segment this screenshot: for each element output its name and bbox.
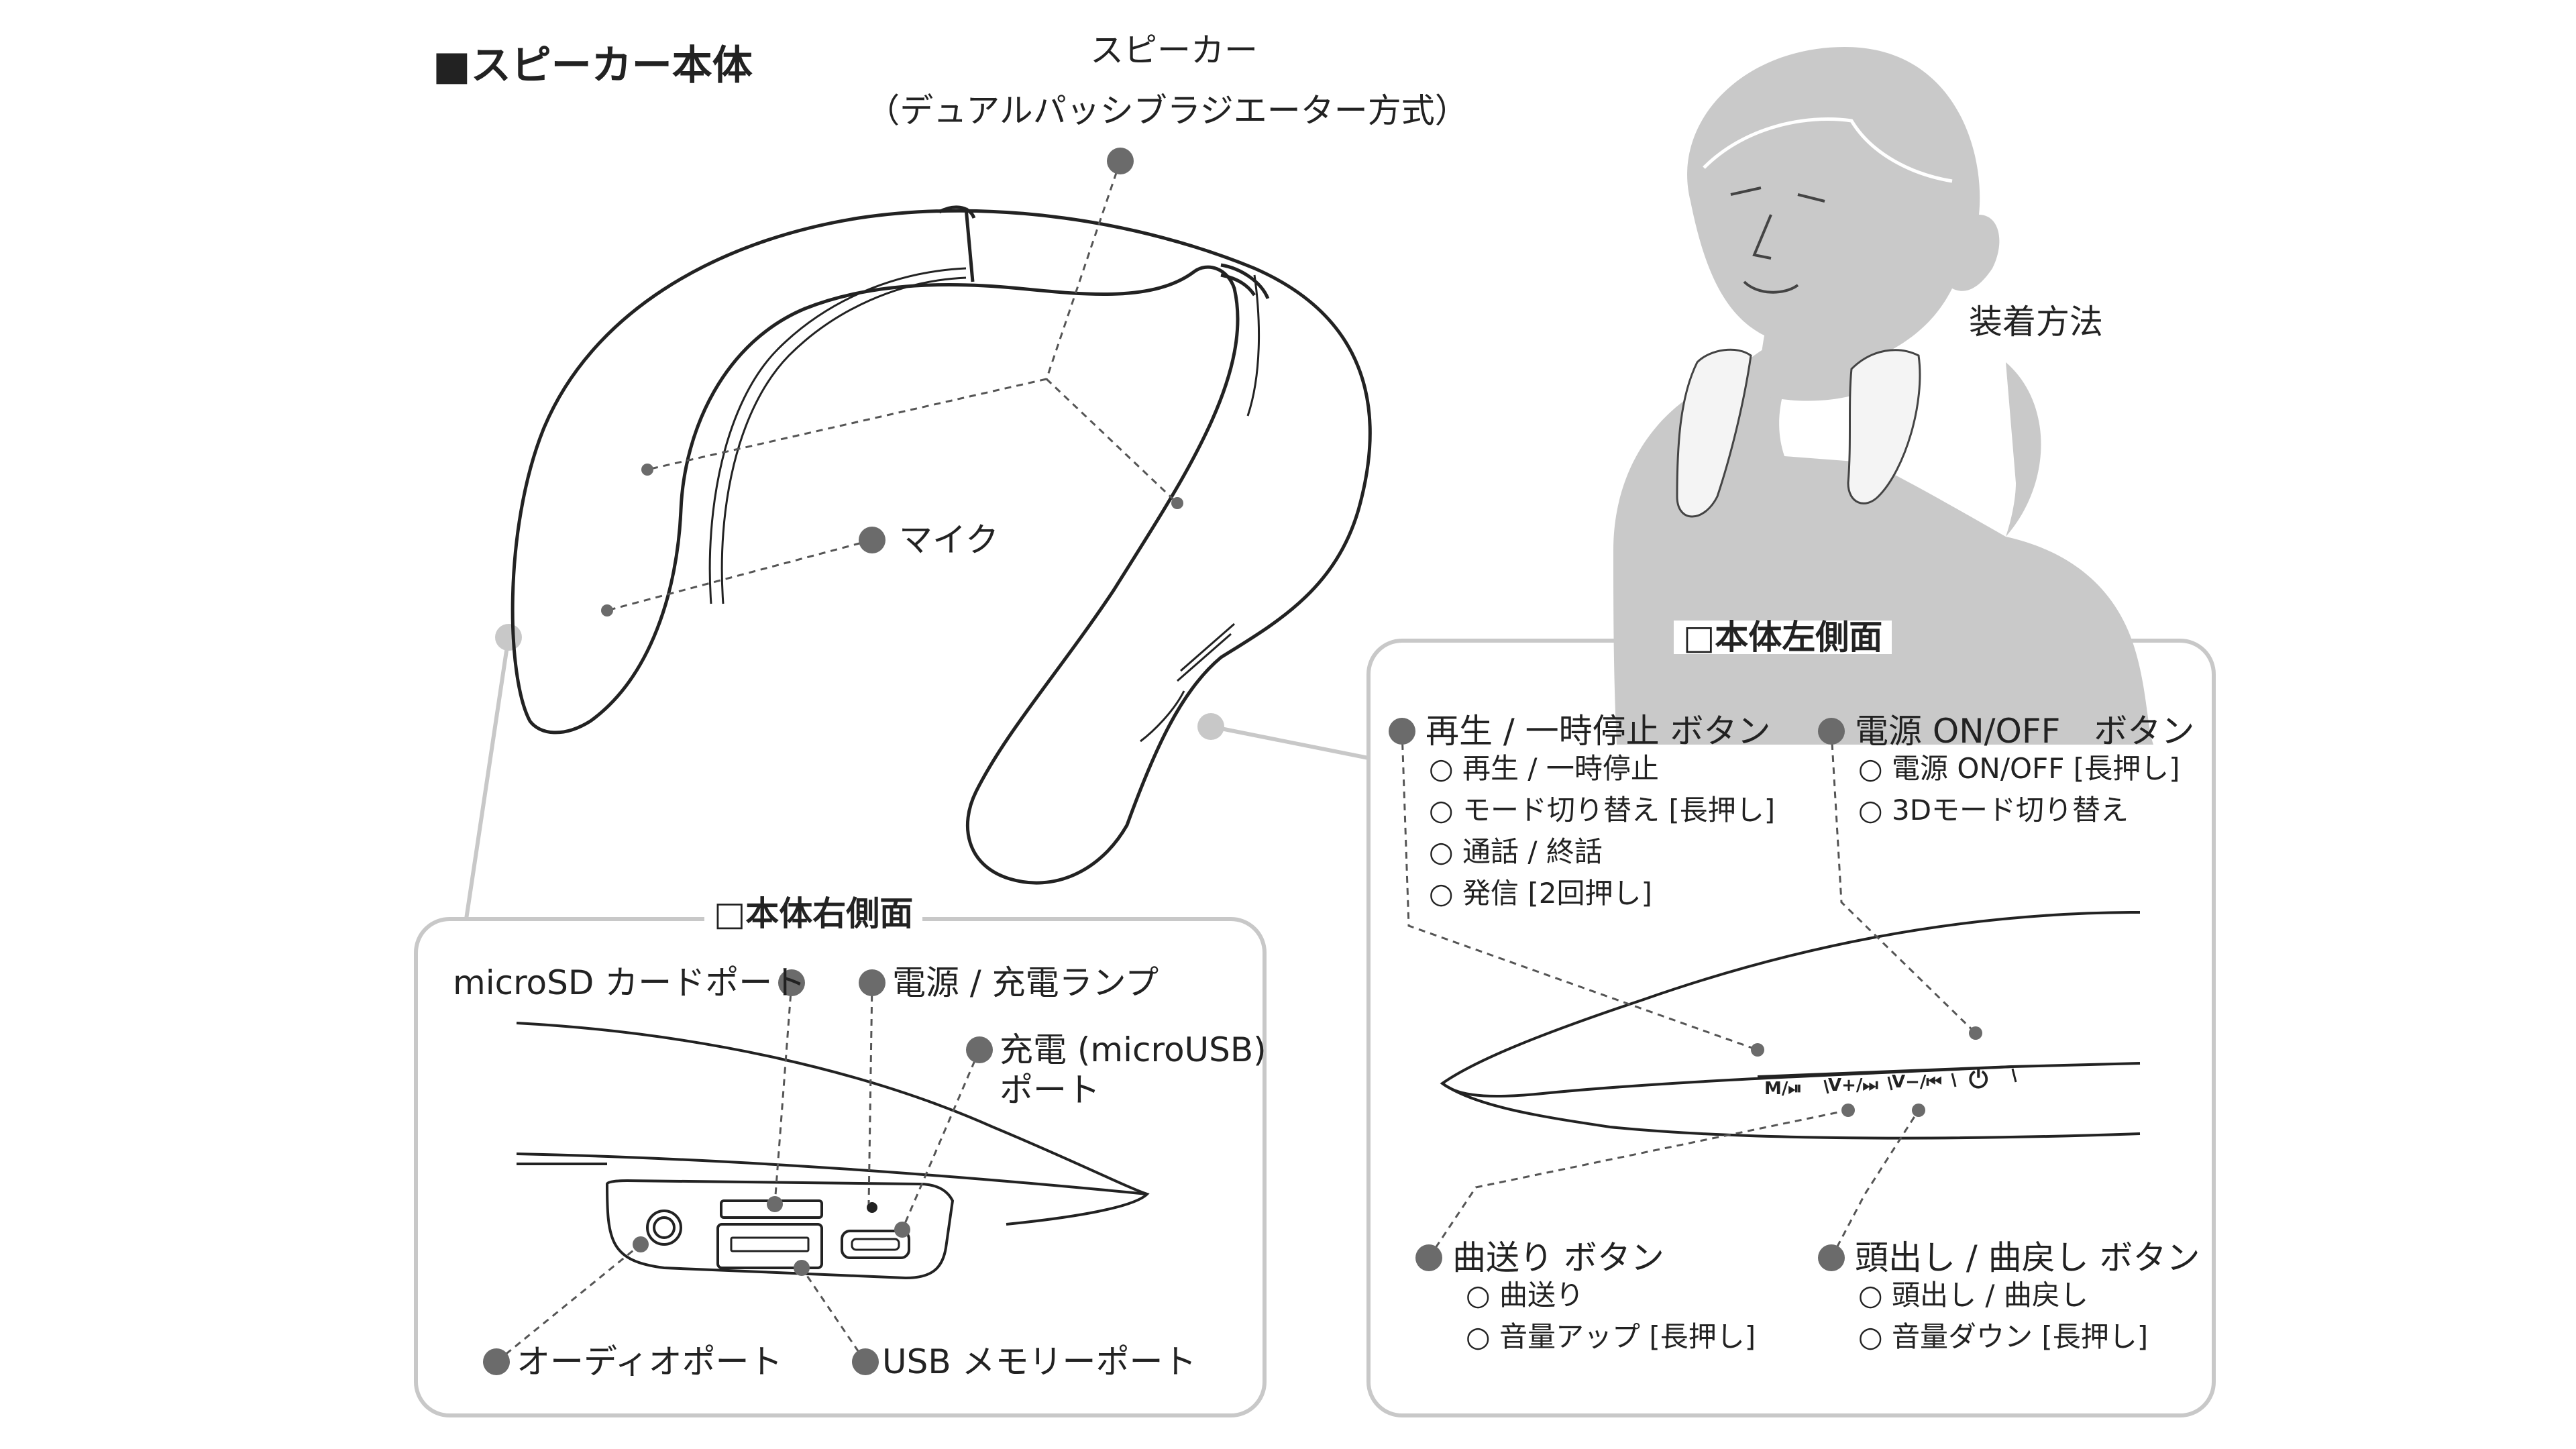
audio-port-dot [483, 1348, 510, 1375]
playpause-item-3: ○ 通話 / 終話 [1429, 835, 1603, 868]
main-title: ■スピーカー本体 [433, 42, 753, 89]
usb-point [794, 1260, 810, 1276]
power-dot [1818, 718, 1845, 745]
speaker-point-left [641, 464, 653, 476]
wearing-label: 装着方法 [1969, 303, 2103, 341]
mic-label: マイク [899, 521, 999, 559]
mic-point [601, 604, 613, 616]
next-label: 曲送り ボタン [1452, 1238, 1664, 1277]
usb-port-dot [852, 1348, 879, 1375]
speaker-label: スピーカー [1090, 31, 1258, 70]
left-panel-title: □本体左側面 [1674, 621, 1892, 654]
right-panel-title: □本体右側面 [704, 897, 923, 930]
power-button-icon: ⏻ [1969, 1066, 1988, 1093]
playpause-item-1: ○ 再生 / 一時停止 [1429, 752, 1659, 785]
power-lamp-dot [859, 969, 885, 996]
microsd-point [767, 1196, 783, 1212]
audio-port-label: オーディオポート [517, 1342, 783, 1381]
left-panel-connector-dot [1197, 713, 1224, 740]
microsd-label: microSD カードポート [453, 963, 806, 1002]
right-panel-connector [464, 637, 511, 920]
right-side-view [516, 1022, 1150, 1280]
microsd-dot [778, 969, 805, 996]
right-panel-connector-dot [495, 624, 522, 651]
usb-port-label: USB メモリーポート [882, 1342, 1197, 1381]
left-side-view [1440, 911, 2141, 1140]
next-item-2: ○ 音量アップ [長押し] [1466, 1320, 1756, 1353]
mic-dot [859, 527, 885, 553]
neck-speaker-illustration [511, 205, 1372, 885]
playpause-point [1751, 1043, 1764, 1057]
next-point [1841, 1104, 1855, 1117]
vol-down-button-icon: V−/⏮ [1892, 1072, 1942, 1092]
charge-port-dot [966, 1036, 993, 1063]
charge-point [894, 1222, 910, 1238]
power-item-1: ○ 電源 ON/OFF [長押し] [1858, 752, 2180, 785]
prev-dot [1818, 1244, 1845, 1271]
playpause-label: 再生 / 一時停止 ボタン [1426, 712, 1771, 751]
prev-label: 頭出し / 曲戻し ボタン [1855, 1238, 2200, 1277]
next-item-1: ○ 曲送り [1466, 1279, 1584, 1311]
charge-port-label-line1: 充電 (microUSB) [1000, 1030, 1267, 1069]
speaker-sublabel: （デュアルパッシブラジエーター方式） [866, 91, 1468, 130]
speaker-leaders [606, 160, 1179, 612]
power-lamp-label: 電源 / 充電ランプ [892, 963, 1159, 1002]
playpause-dot [1389, 718, 1415, 745]
next-dot [1415, 1244, 1442, 1271]
speaker-dot [1107, 148, 1134, 174]
mode-button-icon: M/⏯ [1764, 1079, 1803, 1099]
prev-point [1912, 1104, 1925, 1117]
vol-up-button-icon: V+/⏭ [1828, 1075, 1878, 1095]
power-point [1969, 1026, 1982, 1040]
prev-item-2: ○ 音量ダウン [長押し] [1858, 1320, 2149, 1353]
charge-port-label-line2: ポート [1000, 1071, 1100, 1110]
audio-point [633, 1236, 649, 1252]
power-item-2: ○ 3Dモード切り替え [1858, 794, 2129, 826]
playpause-item-4: ○ 発信 [2回押し] [1429, 877, 1652, 910]
speaker-point-right [1171, 497, 1183, 509]
right-panel-leaders [496, 982, 981, 1363]
power-label: 電源 ON/OFF ボタン [1855, 712, 2195, 751]
left-panel-leaders [1401, 731, 1977, 1258]
playpause-item-2: ○ モード切り替え [長押し] [1429, 794, 1776, 826]
prev-item-1: ○ 頭出し / 曲戻し [1858, 1279, 2088, 1311]
left-panel-connector [1210, 724, 1369, 760]
